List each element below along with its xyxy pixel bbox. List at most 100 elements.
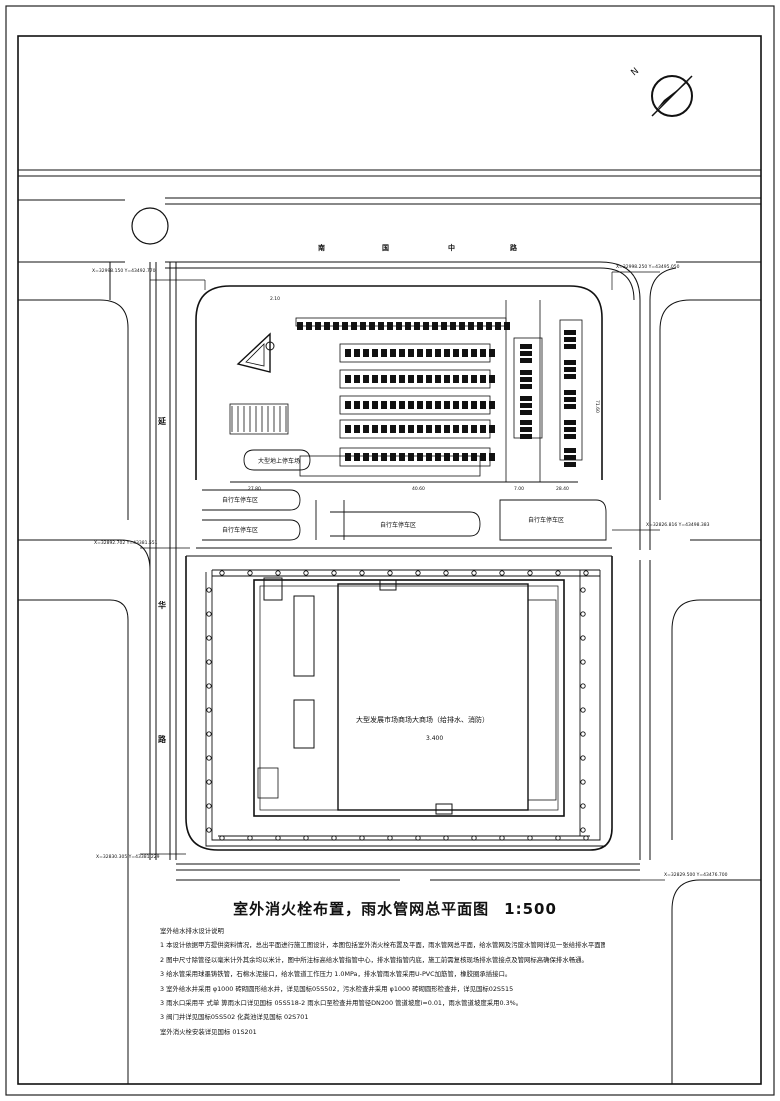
parking-stall bbox=[462, 349, 468, 357]
parking-stall bbox=[363, 425, 369, 433]
manhole-node bbox=[580, 587, 586, 593]
parking-stall bbox=[345, 401, 351, 409]
parking-stall bbox=[432, 322, 438, 330]
parking-stall bbox=[342, 322, 348, 330]
manhole-node bbox=[415, 835, 421, 841]
parking-stall bbox=[345, 375, 351, 383]
left-road bbox=[18, 262, 177, 1084]
parking-stall bbox=[495, 322, 501, 330]
parking-stall bbox=[408, 375, 414, 383]
note-line: 3 雨水口采用平 式单 箅雨水口详见国标 05S518-2 雨水口至检查井用管径… bbox=[160, 999, 523, 1008]
manhole-node bbox=[555, 835, 561, 841]
parking-stall bbox=[426, 375, 432, 383]
dim-6: 71.60 bbox=[594, 400, 600, 413]
parking-stall bbox=[363, 401, 369, 409]
parking-stall bbox=[333, 322, 339, 330]
drawing-title: 室外消火栓布置，雨水管网总平面图 bbox=[233, 900, 490, 918]
coord-label-5: X=32830.305 Y=43381.229 bbox=[96, 854, 160, 860]
parking-stall bbox=[441, 322, 447, 330]
parking-stall bbox=[396, 322, 402, 330]
note-line: 2 图中尺寸除管径以毫米计外其余均以米计，图中所注标高给水管指管中心，排水管指管… bbox=[160, 955, 588, 964]
manhole-node bbox=[471, 570, 477, 576]
parking-stall bbox=[520, 358, 532, 363]
parking-stall bbox=[390, 349, 396, 357]
dim-4: 7.00 bbox=[514, 486, 524, 492]
parking-stall bbox=[489, 425, 495, 433]
bike-parking-band bbox=[196, 449, 612, 549]
parking-stall bbox=[435, 425, 441, 433]
parking-stall bbox=[520, 403, 532, 408]
parking-stall bbox=[450, 322, 456, 330]
north-label: N bbox=[630, 66, 642, 78]
site-boundary bbox=[185, 285, 613, 851]
parking-stall bbox=[345, 349, 351, 357]
parking-stall bbox=[417, 375, 423, 383]
parking-stall bbox=[381, 453, 387, 461]
design-notes: 室外给水排水设计说明 1 本设计依据甲方提供资料情况，总出平面进行施工图设计，本… bbox=[160, 924, 605, 1039]
manhole-node bbox=[580, 779, 586, 785]
parking-stall bbox=[564, 462, 576, 467]
parking-stall bbox=[372, 349, 378, 357]
manhole-node bbox=[206, 707, 212, 713]
coord-leaders bbox=[140, 271, 665, 881]
bike-label-2: 自行车停车区 bbox=[222, 526, 258, 534]
parking-stall bbox=[471, 349, 477, 357]
parking-stall bbox=[480, 401, 486, 409]
bike-label-1: 自行车停车区 bbox=[222, 496, 258, 504]
note-line: 3 阀门井详见国标05S502 化粪池详见国标 02S701 bbox=[160, 1013, 309, 1022]
parking-stall bbox=[564, 367, 576, 372]
parking-stall bbox=[408, 425, 414, 433]
note-line: 室外消火栓安装详见国标 01S201 bbox=[160, 1027, 257, 1036]
manhole-node bbox=[580, 827, 586, 833]
right-road bbox=[639, 299, 761, 1084]
manhole-node bbox=[206, 659, 212, 665]
manhole-node bbox=[583, 570, 589, 576]
drawing-scale: 1:500 bbox=[504, 900, 557, 918]
manhole-node bbox=[219, 570, 225, 576]
parking-stall bbox=[520, 384, 532, 389]
manhole-node bbox=[580, 731, 586, 737]
parking-stall bbox=[462, 375, 468, 383]
parking-stall bbox=[471, 375, 477, 383]
manhole-node bbox=[275, 835, 281, 841]
parking-stall bbox=[354, 453, 360, 461]
parking-stall bbox=[520, 396, 532, 401]
manhole-node bbox=[443, 570, 449, 576]
parking-stall bbox=[489, 453, 495, 461]
manhole-node bbox=[206, 755, 212, 761]
parking-stall bbox=[489, 375, 495, 383]
parking-stall bbox=[564, 420, 576, 425]
road-left-char-3: 路 bbox=[158, 734, 167, 744]
parking-stall bbox=[378, 322, 384, 330]
parking-stall bbox=[324, 322, 330, 330]
parking-stall bbox=[444, 401, 450, 409]
manhole-node bbox=[471, 835, 477, 841]
parking-stall bbox=[315, 322, 321, 330]
parking-stall bbox=[480, 425, 486, 433]
manhole-node bbox=[359, 570, 365, 576]
coord-label-3: X=32892.702 Y=43381.551 bbox=[94, 540, 158, 546]
manhole-node bbox=[443, 835, 449, 841]
manhole-node bbox=[206, 803, 212, 809]
manhole-node bbox=[206, 635, 212, 641]
road-top-char-1: 南 bbox=[318, 243, 325, 252]
road-left-char-1: 延 bbox=[157, 416, 167, 426]
manhole-node bbox=[219, 835, 225, 841]
parking-stall bbox=[372, 375, 378, 383]
building-label: 大型发展市场商场大商场（给排水、消防） bbox=[356, 715, 489, 724]
manhole-node bbox=[331, 835, 337, 841]
coord-label-6: X=32829.500 Y=43476.700 bbox=[664, 872, 728, 878]
parking-stall bbox=[453, 453, 459, 461]
entrance-steps bbox=[229, 403, 289, 435]
parking-stall bbox=[471, 425, 477, 433]
parking-stall bbox=[462, 425, 468, 433]
parking-stall bbox=[480, 453, 486, 461]
manhole-node bbox=[206, 683, 212, 689]
manhole-node bbox=[583, 835, 589, 841]
manhole-node bbox=[580, 755, 586, 761]
parking-stall bbox=[564, 390, 576, 395]
parking-stall bbox=[453, 375, 459, 383]
parking-stall bbox=[399, 375, 405, 383]
dim-5: 28.40 bbox=[556, 486, 569, 492]
